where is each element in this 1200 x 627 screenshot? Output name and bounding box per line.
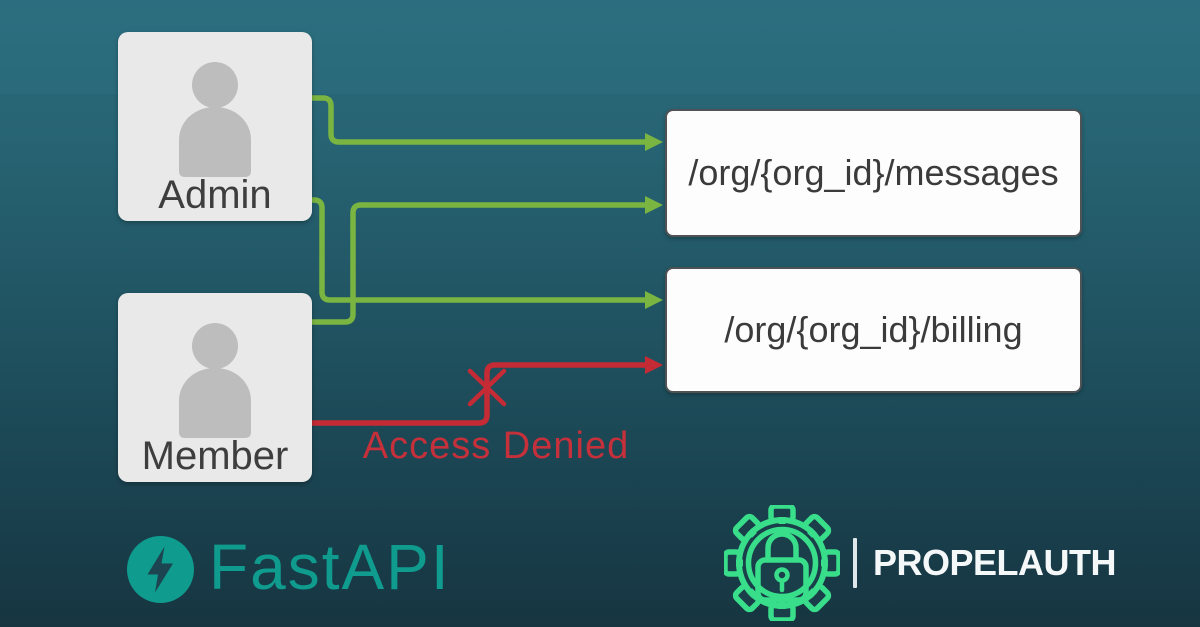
arrow-member-to-messages [312,202,645,325]
access-denied-label: Access Denied [362,425,630,467]
denied-x-icon [467,368,507,407]
actor-card-admin: Admin [118,32,312,221]
propelauth-wordmark: PROPELAUTH [873,542,1117,583]
arrowhead-admin-billing [645,291,663,309]
endpoint-box-billing: /org/{org_id}/billing [665,267,1082,393]
actor-label-admin: Admin [158,173,272,217]
endpoint-label-billing: /org/{org_id}/billing [724,309,1023,350]
user-icon [179,62,251,177]
actor-label-member: Member [141,434,289,478]
arrow-admin-to-billing [312,197,645,303]
propelauth-logo: PROPELAUTH [724,505,1117,621]
arrow-admin-to-messages [312,95,645,145]
user-icon [179,323,251,438]
arrow-member-to-billing-denied [312,362,645,426]
arrowhead-member-billing [645,356,663,374]
fastapi-wordmark: FastAPI [209,531,451,603]
arrowhead-admin-messages [645,133,663,151]
logo-divider [853,538,857,588]
arrowhead-member-messages [645,196,663,214]
endpoint-label-messages: /org/{org_id}/messages [688,152,1059,193]
fastapi-logo: FastAPI [126,534,451,604]
lightning-bolt-icon [127,535,194,603]
gear-lock-icon [724,505,840,621]
endpoint-box-messages: /org/{org_id}/messages [665,109,1082,237]
actor-card-member: Member [118,293,312,482]
